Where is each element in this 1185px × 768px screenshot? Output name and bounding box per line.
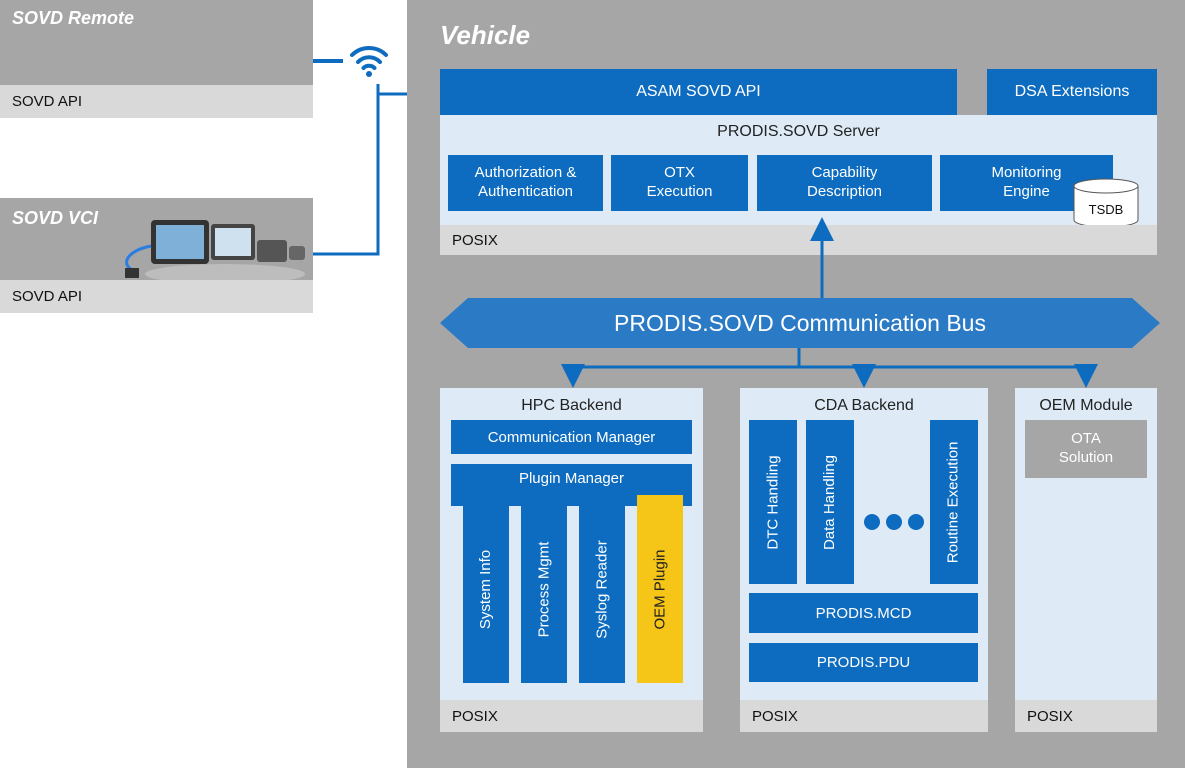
vci-device-icon [125,220,305,284]
communication-bus-shape [440,298,1160,348]
communication-manager: Communication Manager [451,420,692,454]
sovd-vci-title: SOVD VCI [12,208,99,228]
prodis-pdu: PRODIS.PDU [749,643,978,682]
plugin-system-info-label: System Info [477,549,495,629]
handler-routine-label: Routine Execution [944,441,962,563]
sovd-remote-box: SOVD Remote SOVD API [0,0,313,118]
module-otx: OTX Execution [611,155,748,211]
plugin-syslog-reader-label: Syslog Reader [593,539,611,639]
plugin-process-mgmt: Process Mgmt [521,495,567,683]
handler-data: Data Handling [806,420,854,584]
plugin-oem: OEM Plugin [637,495,683,683]
ota-solution: OTA Solution [1025,420,1147,478]
wifi-icon [350,45,388,77]
vehicle-title: Vehicle [440,20,531,50]
tsdb-database-icon [1073,178,1139,228]
ellipsis-dots-icon [864,514,924,530]
module-capability: Capability Description [757,155,932,211]
oem-module-title: OEM Module [1039,397,1133,414]
handler-routine: Routine Execution [930,420,978,584]
communication-bus-label: PRODIS.SOVD Communication Bus [614,309,986,336]
plugin-process-mgmt-label: Process Mgmt [535,541,553,637]
dsa-extensions: DSA Extensions [987,69,1157,115]
prodis-mcd: PRODIS.MCD [749,593,978,633]
hpc-backend-title: HPC Backend [521,397,622,414]
handler-dtc: DTC Handling [749,420,797,584]
asam-sovd-api: ASAM SOVD API [440,69,957,115]
plugin-syslog-reader: Syslog Reader [579,495,625,683]
cda-backend-title: CDA Backend [814,397,914,414]
handler-dtc-label: DTC Handling [764,454,782,550]
sovd-vci-api: SOVD API [0,280,313,313]
sovd-remote-title: SOVD Remote [12,8,135,28]
server-posix: POSIX [440,225,1157,255]
server-title: PRODIS.SOVD Server [717,123,880,140]
module-authorization: Authorization & Authentication [448,155,603,211]
tsdb-label: TSDB [1088,201,1124,217]
sovd-remote-api: SOVD API [0,85,313,118]
plugin-manager-label: Plugin Manager [518,470,625,487]
sovd-vci-box: SOVD VCI SOVD API [0,198,313,313]
plugin-oem-label: OEM Plugin [651,548,669,630]
handler-data-label: Data Handling [821,454,839,550]
hpc-posix: POSIX [440,700,703,732]
plugin-system-info: System Info [463,495,509,683]
oem-posix: POSIX [1015,700,1157,732]
cda-posix: POSIX [740,700,988,732]
